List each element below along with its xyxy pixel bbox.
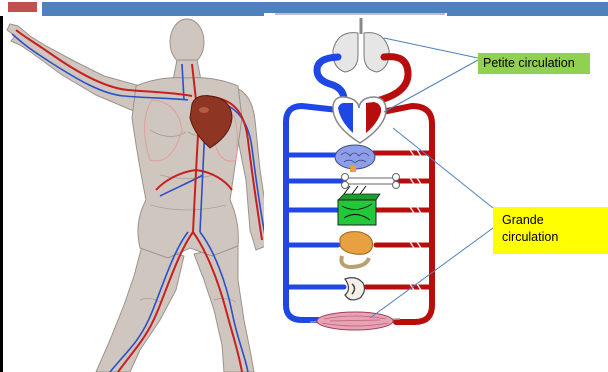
human-circulatory-system-icon: [7, 19, 268, 372]
brain-shape: [335, 145, 375, 169]
petite-circulation-text: Petite circulation: [483, 56, 575, 70]
bone-end-bottom-right: [393, 182, 400, 189]
grande-circulation-label: Grande circulation: [493, 207, 608, 254]
figure-right-leg: [194, 244, 254, 372]
bone-end-top-left: [342, 174, 349, 181]
tissue-top-face: [338, 194, 380, 200]
circulation-diagram: [264, 13, 447, 342]
bone-end-bottom-left: [342, 182, 349, 189]
petite-circulation-label: Petite circulation: [478, 53, 590, 74]
bone-shaft: [346, 178, 394, 184]
figure-heart-highlight: [199, 107, 209, 113]
muscle-belly: [317, 312, 393, 330]
figure-head: [170, 19, 204, 65]
stomach-shape: [340, 232, 373, 255]
brain-stem: [350, 166, 356, 172]
bone-end-top-right: [393, 174, 400, 181]
grande-circulation-text: Grande circulation: [502, 212, 590, 246]
left-border-line: [0, 16, 3, 372]
tissue-front-face: [338, 200, 376, 225]
header-accent-red-bar: [8, 2, 37, 12]
figure-neck: [173, 60, 201, 80]
kidney-icon: [345, 278, 364, 300]
